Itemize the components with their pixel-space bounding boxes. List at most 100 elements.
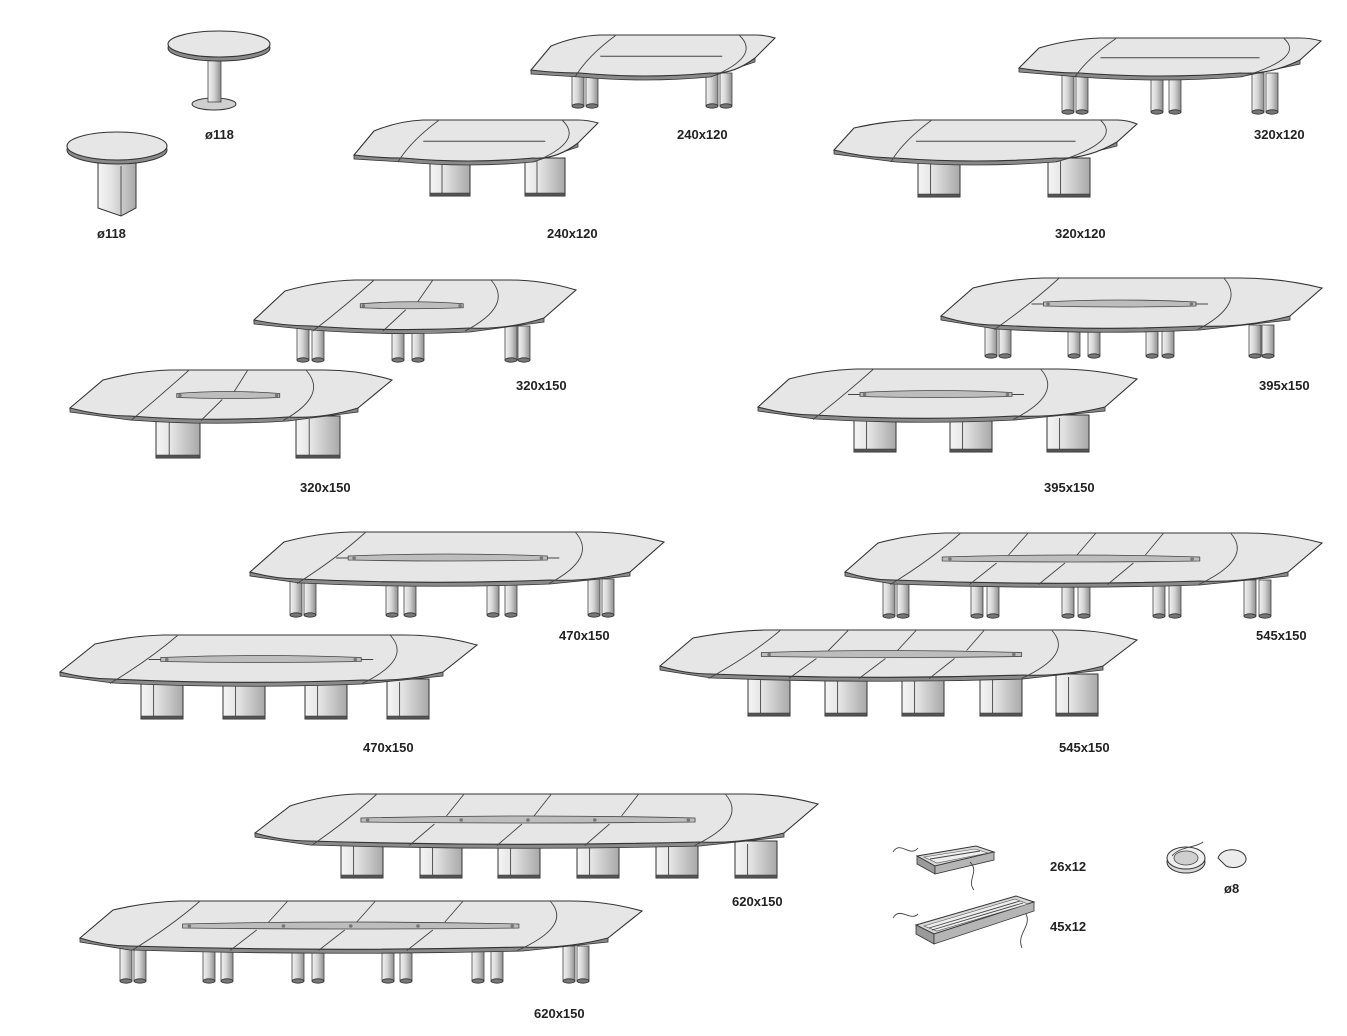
channel-screw <box>353 657 358 662</box>
channel-screw <box>510 924 514 928</box>
grommet-45x12 <box>892 895 1036 949</box>
table-top <box>832 119 1139 162</box>
panel-base-plinth <box>917 193 961 198</box>
label-620-panel: 620x150 <box>732 894 783 909</box>
panel-seam-front <box>969 562 997 585</box>
channel-screw <box>1190 557 1194 561</box>
channel-screw <box>1189 302 1194 306</box>
leg-foot <box>1061 109 1075 115</box>
panel-seam-front <box>200 399 223 421</box>
panel-seam-back <box>828 630 849 651</box>
seam-right <box>1056 120 1107 163</box>
label-240-panel: 240x120 <box>547 226 598 241</box>
panel-base-plinth <box>155 454 201 459</box>
channel-screw <box>1012 652 1016 657</box>
panel-base <box>1055 673 1099 717</box>
channel-screw <box>948 557 952 561</box>
panel-seam-front <box>229 929 257 951</box>
channel-screw <box>281 924 286 928</box>
table-leg <box>719 72 733 107</box>
leg-foot <box>391 357 405 363</box>
panel-seam-front <box>1107 562 1134 585</box>
table-leg <box>1265 72 1279 113</box>
leg-foot <box>705 103 719 109</box>
channel-screw <box>539 556 544 560</box>
leg-foot <box>601 612 615 618</box>
channel-screw <box>348 924 353 928</box>
label-320x150-panel: 320x150 <box>300 480 351 495</box>
channel-screw <box>458 303 462 308</box>
cable-port-8 <box>1166 841 1247 874</box>
leg-foot <box>411 357 425 363</box>
table-leg <box>1243 579 1257 617</box>
leg-foot <box>1258 613 1272 619</box>
panel-seam-front <box>858 658 886 679</box>
table-320x150-panel <box>68 369 394 459</box>
panel-base <box>295 415 341 459</box>
leg-foot <box>1243 613 1257 619</box>
panel-base-plinth <box>419 874 463 879</box>
leg-foot <box>119 978 133 984</box>
table-395x150-legs <box>939 277 1324 359</box>
seam-right <box>361 635 398 684</box>
table-leg <box>303 578 317 616</box>
leg-foot <box>385 612 399 618</box>
channel-screw <box>187 924 192 928</box>
label-545-panel: 545x150 <box>1059 740 1110 755</box>
table-320x150-legs <box>252 279 578 363</box>
table-leg <box>119 945 133 982</box>
leg-foot <box>303 612 317 618</box>
panel-base-plinth <box>429 192 471 197</box>
leg-foot <box>719 103 733 109</box>
label-320x120-panel: 320x120 <box>1055 226 1106 241</box>
table-320x120-panel <box>832 119 1139 198</box>
leg-foot <box>1145 353 1159 359</box>
seam-left <box>397 120 439 163</box>
panel-base <box>979 673 1023 717</box>
panel-seam-back <box>444 901 464 923</box>
channel-screw <box>164 657 169 662</box>
table-leg <box>601 578 615 616</box>
leg-foot <box>517 357 531 363</box>
seam-right <box>1021 630 1059 679</box>
table-leg <box>984 324 998 357</box>
seam-right <box>694 794 733 846</box>
table-leg <box>896 579 910 617</box>
seam-right <box>282 370 315 421</box>
leg-foot <box>289 612 303 618</box>
channel-screw <box>767 652 771 657</box>
table-leg <box>1248 324 1262 357</box>
cable-channel <box>760 650 1023 658</box>
panel-seam-back <box>966 630 985 651</box>
panel-seam-back <box>1076 533 1096 556</box>
leg-foot <box>1067 353 1081 359</box>
leg-foot <box>311 357 325 363</box>
leg-foot <box>1265 109 1279 115</box>
leg-foot <box>133 978 147 984</box>
seam-right <box>1012 369 1049 420</box>
panel-seam-front <box>1038 562 1066 585</box>
table-leg <box>289 578 303 616</box>
label-cable-port: ø8 <box>1224 881 1239 896</box>
panel-seam-front <box>382 309 407 332</box>
leg-foot <box>585 103 599 109</box>
label-470-panel: 470x150 <box>363 740 414 755</box>
panel-base-plinth <box>747 712 791 717</box>
leg-foot <box>1248 353 1262 359</box>
panel-base-plinth <box>576 874 620 879</box>
panel-base-plinth <box>853 448 897 453</box>
leg-foot <box>576 978 590 984</box>
table-leg <box>576 945 590 982</box>
label-round-pedestal: ø118 <box>205 127 234 142</box>
table-leg <box>571 72 585 107</box>
table-395x150-panel <box>756 368 1139 453</box>
round-table-panel-base <box>66 131 168 217</box>
cable-channel <box>176 391 281 399</box>
panel-seam-front <box>788 658 817 679</box>
seam-left <box>130 370 189 421</box>
seam-right <box>533 120 570 163</box>
label-320x150-legs: 320x150 <box>516 378 567 393</box>
seam-left <box>312 280 374 332</box>
table-470x150-panel <box>58 634 479 720</box>
table-leg <box>504 325 518 361</box>
